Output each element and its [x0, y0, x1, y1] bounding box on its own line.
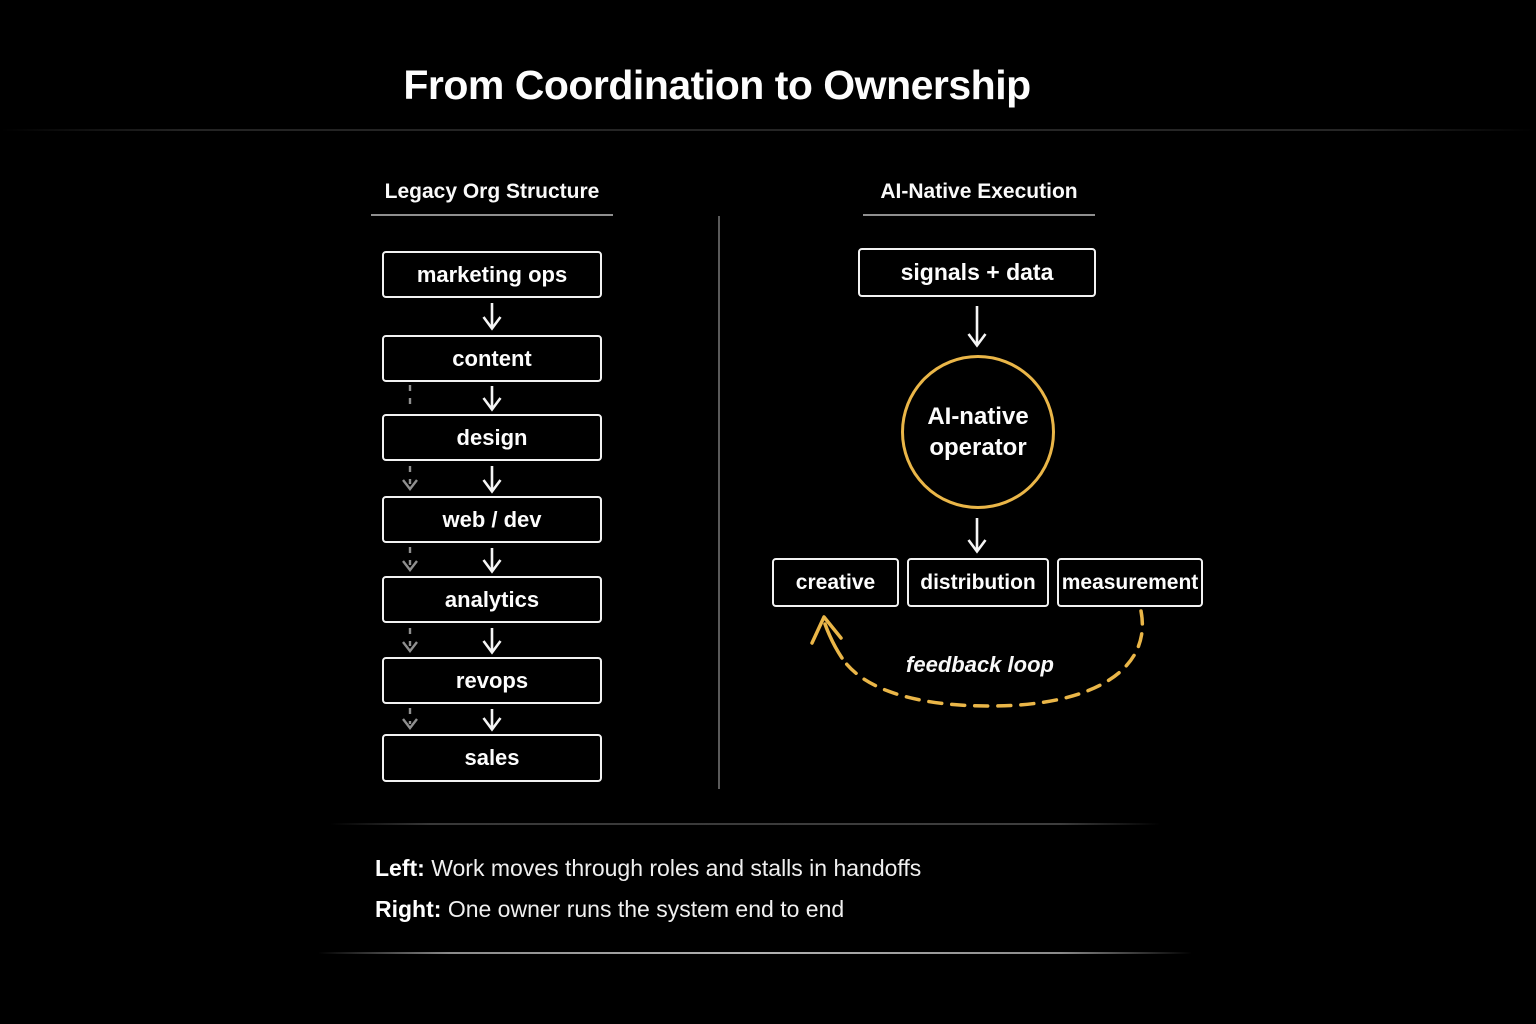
- handoff-dashed-arrow: [402, 547, 418, 572]
- footer-divider-top: [330, 823, 1160, 825]
- output-box-creative: creative: [772, 558, 899, 607]
- flow-arrow-down: [482, 303, 502, 331]
- legacy-box-revops: revops: [382, 657, 602, 704]
- legacy-box-web-dev: web / dev: [382, 496, 602, 543]
- feedback-loop-label: feedback loop: [906, 652, 1054, 677]
- legacy-box-sales: sales: [382, 734, 602, 782]
- flow-arrow-down: [482, 709, 502, 732]
- signals-data-box: signals + data: [858, 248, 1096, 297]
- output-box-distribution: distribution: [907, 558, 1049, 607]
- legacy-box-design: design: [382, 414, 602, 461]
- handoff-dashed-arrow: [402, 466, 418, 491]
- legacy-box-analytics: analytics: [382, 576, 602, 623]
- left-column-header: Legacy Org Structure: [371, 180, 613, 216]
- flow-arrow-down: [967, 518, 987, 554]
- page-title: From Coordination to Ownership: [403, 62, 1031, 108]
- footer-left-summary: Left: Work moves through roles and stall…: [375, 855, 921, 882]
- output-box-measurement: measurement: [1057, 558, 1203, 607]
- flow-arrow-down: [482, 466, 502, 494]
- handoff-dashed-arrow: [402, 628, 418, 653]
- footer-left-label: Left:: [375, 855, 425, 881]
- right-column-header: AI-Native Execution: [863, 180, 1095, 216]
- handoff-dashed-arrow: [402, 708, 418, 730]
- flow-arrow-down: [967, 306, 987, 348]
- footer-right-summary: Right: One owner runs the system end to …: [375, 896, 844, 923]
- legacy-box-content: content: [382, 335, 602, 382]
- flow-arrow-down: [482, 628, 502, 655]
- footer-right-label: Right:: [375, 896, 442, 922]
- footer-divider-bottom: [318, 952, 1192, 954]
- ai-native-operator-label: AI-native operator: [927, 402, 1029, 461]
- legacy-box-marketing-ops: marketing ops: [382, 251, 602, 298]
- title-divider: [0, 129, 1536, 131]
- flow-arrow-down: [482, 548, 502, 574]
- footer-right-text: One owner runs the system end to end: [447, 896, 845, 922]
- ai-native-operator-circle: AI-native operator: [901, 355, 1055, 509]
- footer-left-text: Work moves through roles and stalls in h…: [431, 855, 922, 881]
- flow-arrow-down: [482, 386, 502, 412]
